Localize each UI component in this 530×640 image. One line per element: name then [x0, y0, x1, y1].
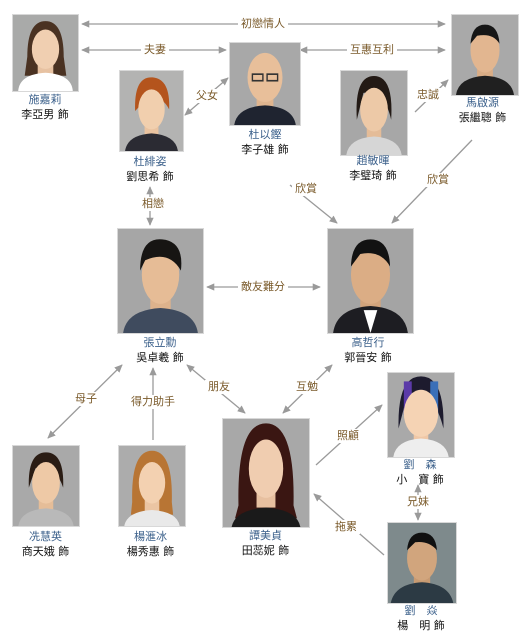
- actor-name: 楊 明 飾: [397, 619, 445, 632]
- label-siblings: 兄妹: [404, 495, 432, 509]
- label-admire-2: 欣賞: [424, 173, 452, 187]
- actor-name: 郭晉安 飾: [344, 351, 392, 364]
- portrait-photo: [117, 228, 204, 334]
- label-frenemy: 敵友難分: [238, 280, 288, 294]
- actor-name: 商天娥 飾: [21, 545, 70, 558]
- role-name: 冼慧英: [29, 530, 62, 543]
- character-liu-sen: 劉 森 小 寶 飾: [380, 368, 460, 488]
- label-friends: 朋友: [205, 380, 233, 394]
- role-name: 高哲行: [351, 336, 385, 349]
- actor-name: 吳卓羲 飾: [136, 351, 184, 364]
- portrait-photo: [327, 228, 414, 334]
- label-loyal: 忠誠: [414, 88, 442, 102]
- portrait-photo: [229, 42, 301, 126]
- role-name: 馬啟源: [466, 96, 499, 109]
- label-first-love: 初戀情人: [238, 17, 288, 31]
- portrait-photo: [340, 70, 408, 156]
- role-name: 趙敏暉: [356, 154, 390, 167]
- label-right-hand: 得力助手: [128, 395, 178, 409]
- role-name: 杜以鏗: [248, 128, 282, 141]
- character-zhang: 張立勳 吳卓羲 飾: [110, 225, 210, 370]
- character-ma: 馬啟源 張繼聰 飾: [445, 10, 520, 130]
- portrait-photo: [12, 445, 80, 527]
- actor-name: 李璧琦 飾: [349, 169, 397, 182]
- portrait-photo: [118, 445, 186, 527]
- label-burden: 拖累: [332, 520, 360, 534]
- actor-name: 田蕊妮 飾: [241, 544, 290, 557]
- character-xian: 冼慧英 商天娥 飾: [8, 440, 83, 560]
- label-spouse: 夫妻: [141, 43, 169, 57]
- portrait-photo: [451, 14, 519, 96]
- role-name: 杜緋姿: [133, 155, 167, 168]
- portrait-photo: [12, 14, 79, 92]
- character-tan: 譚美貞 田蕊妮 飾: [218, 415, 313, 560]
- character-liu-yan: 劉 焱 楊 明 飾: [382, 520, 460, 635]
- role-name: 張立勳: [143, 336, 177, 349]
- role-name: 譚美貞: [249, 529, 282, 542]
- actor-name: 楊秀惠 飾: [126, 545, 175, 558]
- label-care: 照顧: [334, 429, 362, 443]
- portrait-photo: [222, 418, 310, 528]
- role-name: 施嘉莉: [28, 93, 62, 106]
- label-father-daughter: 父女: [193, 89, 221, 103]
- label-mutual-encourage: 互勉: [293, 380, 321, 394]
- label-admire-1: 欣賞: [292, 182, 320, 196]
- character-tu-yi: 杜以鏗 李子雄 飾: [225, 42, 305, 177]
- portrait-photo: [387, 522, 457, 604]
- label-mutual-benefit: 互惠互利: [347, 43, 397, 57]
- character-yang: 楊滙冰 楊秀惠 飾: [113, 440, 188, 560]
- actor-name: 小 寶 飾: [396, 473, 444, 486]
- actor-name: 劉思希 飾: [126, 170, 174, 183]
- label-lovers: 相戀: [139, 197, 167, 211]
- role-name: 劉 森: [403, 458, 437, 471]
- character-shi: 施嘉莉 李亞男 飾: [10, 10, 80, 125]
- character-tu-fei: 杜緋姿 劉思希 飾: [110, 65, 190, 190]
- portrait-photo: [387, 372, 455, 458]
- actor-name: 李亞男 飾: [21, 108, 69, 121]
- label-mother-son: 母子: [72, 392, 100, 406]
- role-name: 楊滙冰: [134, 530, 167, 543]
- portrait-photo: [119, 70, 184, 152]
- character-zhao: 趙敏暉 李璧琦 飾: [333, 65, 413, 190]
- actor-name: 張繼聰 飾: [458, 111, 507, 124]
- character-gao: 高哲行 郭晉安 飾: [318, 225, 418, 370]
- actor-name: 李子雄 飾: [241, 143, 289, 156]
- role-name: 劉 焱: [404, 604, 438, 617]
